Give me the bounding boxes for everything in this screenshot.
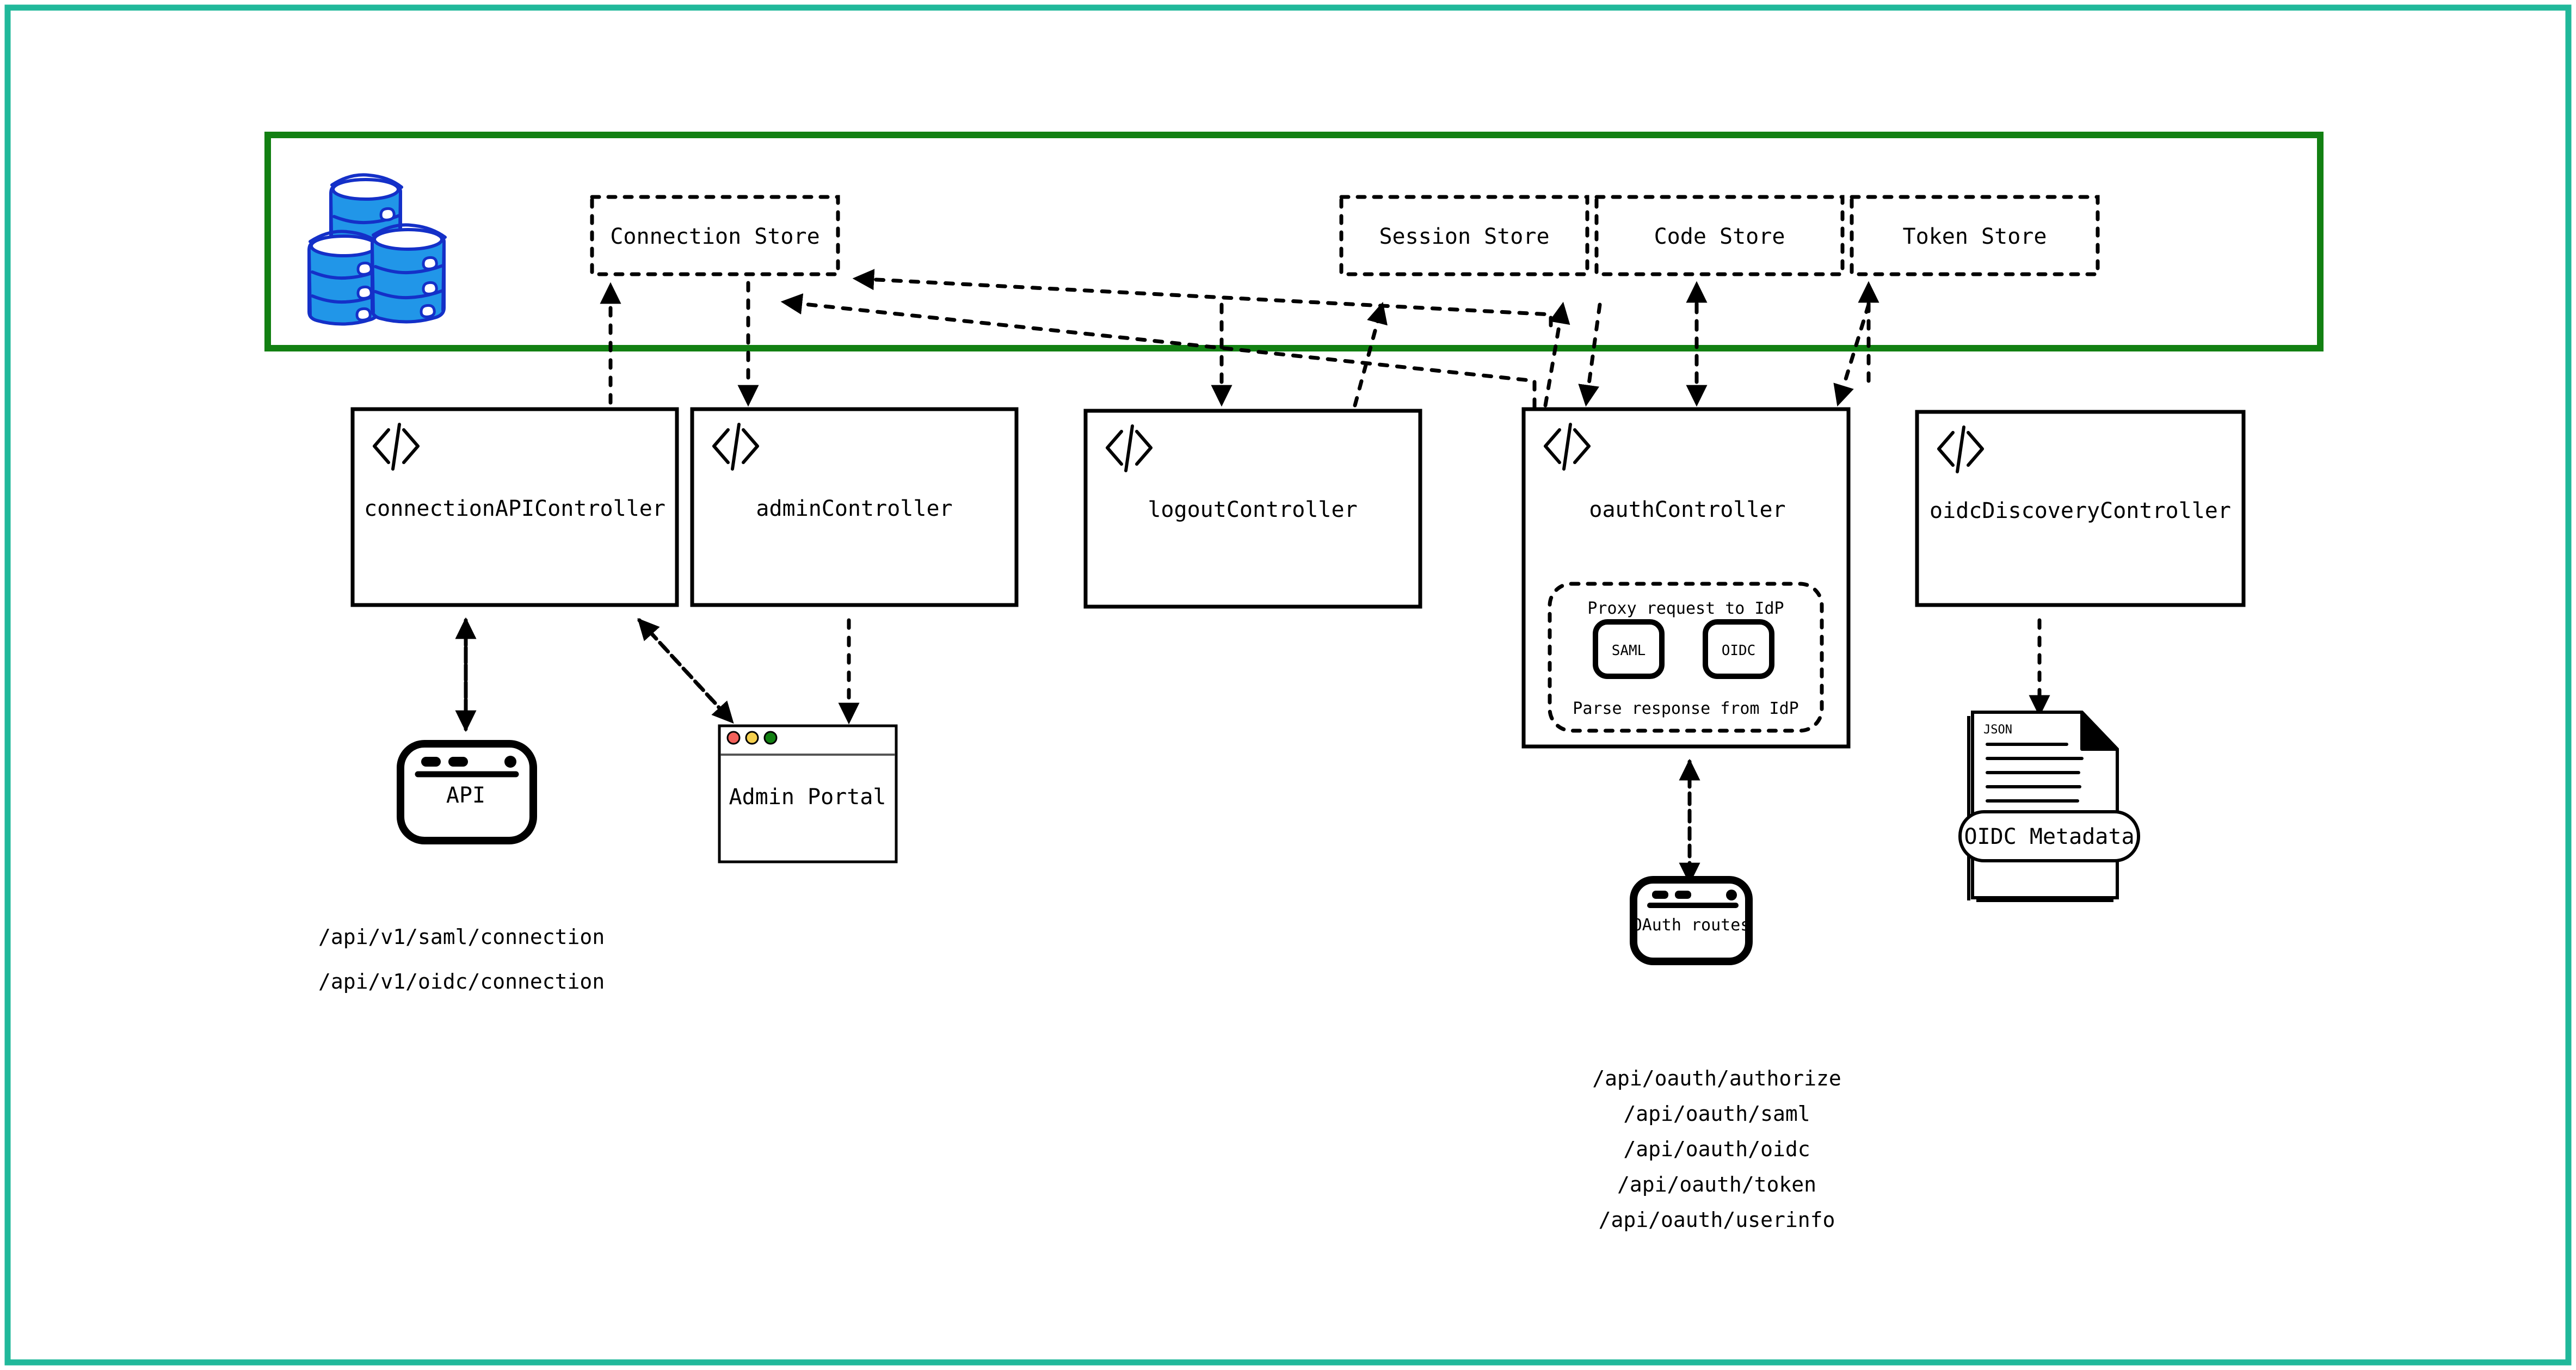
oauth-endpoint-userinfo: /api/oauth/userinfo [1599,1208,1835,1232]
json-doc-type-label: JSON [1983,723,2012,737]
oauth-controller[interactable] [1521,407,1851,749]
oauth-controller-label: oauthController [1589,497,1785,522]
code-brackets-icon [1544,423,1591,471]
code-store[interactable] [1594,195,1845,276]
outer-frame [4,4,2572,1366]
connection-api-controller-label: connectionAPIController [364,496,665,521]
api-device-label: API [446,783,485,808]
oidc-discovery-controller[interactable] [1915,410,2246,607]
oidc-discovery-controller-label: oidcDiscoveryController [1930,498,2231,523]
oauth-routes-device[interactable] [1630,876,1753,965]
oauth-idp-proxy-region [1548,582,1824,733]
oauth-endpoint-authorize: /api/oauth/authorize [1592,1066,1841,1090]
session-store-label: Session Store [1379,224,1549,249]
arrow-logout-controller-to-session-store [1353,301,1388,408]
database-stack-icon [307,173,447,326]
oauth-routes-label: OAuth routes [1632,916,1751,935]
logout-controller-label: logoutController [1148,497,1357,522]
arrow-oauth-to-connection-store-lower [780,293,1537,409]
oauth-endpoint-oidc: /api/oauth/oidc [1623,1137,1810,1161]
logout-controller[interactable] [1083,409,1422,609]
token-store-label: Token Store [1903,224,2047,249]
code-brackets-icon [712,423,759,471]
connection-store[interactable] [590,195,840,276]
admin-portal-label: Admin Portal [729,785,886,810]
proxy-request-label: Proxy request to IdP [1587,599,1784,618]
oidc-protocol[interactable] [1703,619,1774,679]
admin-portal-window[interactable] [718,724,898,863]
arrow-oauth-to-session-store [1543,301,1570,408]
code-brackets-icon [1937,425,1984,473]
arrow-session-store-to-oauth [1578,303,1602,407]
oauth-endpoint-token: /api/oauth/token [1617,1172,1816,1196]
session-store[interactable] [1339,195,1589,276]
code-brackets-icon [1106,424,1153,472]
arrow-token-store-to-oauth [1833,303,1871,407]
connection-endpoint-oidc: /api/v1/oidc/connection [318,970,605,993]
saml-protocol-label: SAML [1612,643,1646,659]
connection-api-controller[interactable] [350,407,679,607]
connection-store-label: Connection Store [610,224,819,249]
parse-response-label: Parse response from IdP [1573,699,1798,718]
admin-controller-label: adminController [756,496,952,521]
connection-endpoint-saml: /api/v1/saml/connection [318,925,605,949]
admin-controller[interactable] [690,407,1019,607]
api-device[interactable] [397,740,537,844]
code-store-label: Code Store [1654,224,1785,249]
saml-protocol[interactable] [1593,619,1665,679]
oidc-protocol-label: OIDC [1722,643,1756,659]
code-brackets-icon [373,423,420,471]
oidc-metadata-label: OIDC Metadata [1964,824,2134,849]
arrow-connection-api-controller-to-admin-portal [637,618,734,724]
oidc-metadata-document[interactable]: JSON [1958,711,2140,902]
token-store[interactable] [1850,195,2100,276]
oauth-endpoint-saml: /api/oauth/saml [1623,1102,1810,1126]
